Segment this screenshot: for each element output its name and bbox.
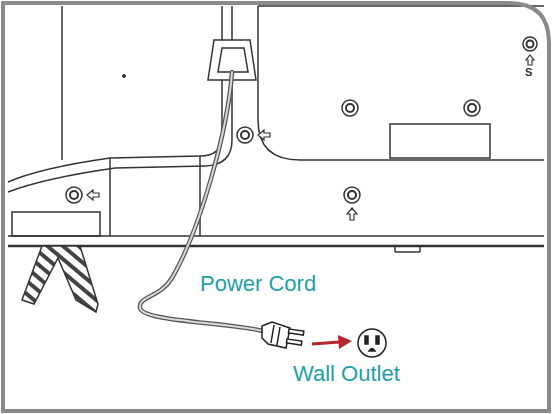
wall-outlet: [358, 329, 386, 357]
part-label: Power Cord: [200, 271, 316, 297]
tv-back: [8, 6, 544, 252]
label-holder: S: [525, 66, 532, 78]
plug: [262, 322, 304, 348]
direction-arrows: [87, 55, 534, 220]
screw-holes: [66, 37, 537, 203]
stand-leg: [22, 246, 98, 312]
insert-arrow: [312, 335, 352, 349]
label-holder: Power Cord: [200, 271, 316, 297]
frame: [3, 3, 549, 411]
label-holder: Wall Outlet: [293, 361, 400, 387]
marking-letter: S: [525, 66, 532, 78]
part-label: Wall Outlet: [293, 361, 400, 387]
